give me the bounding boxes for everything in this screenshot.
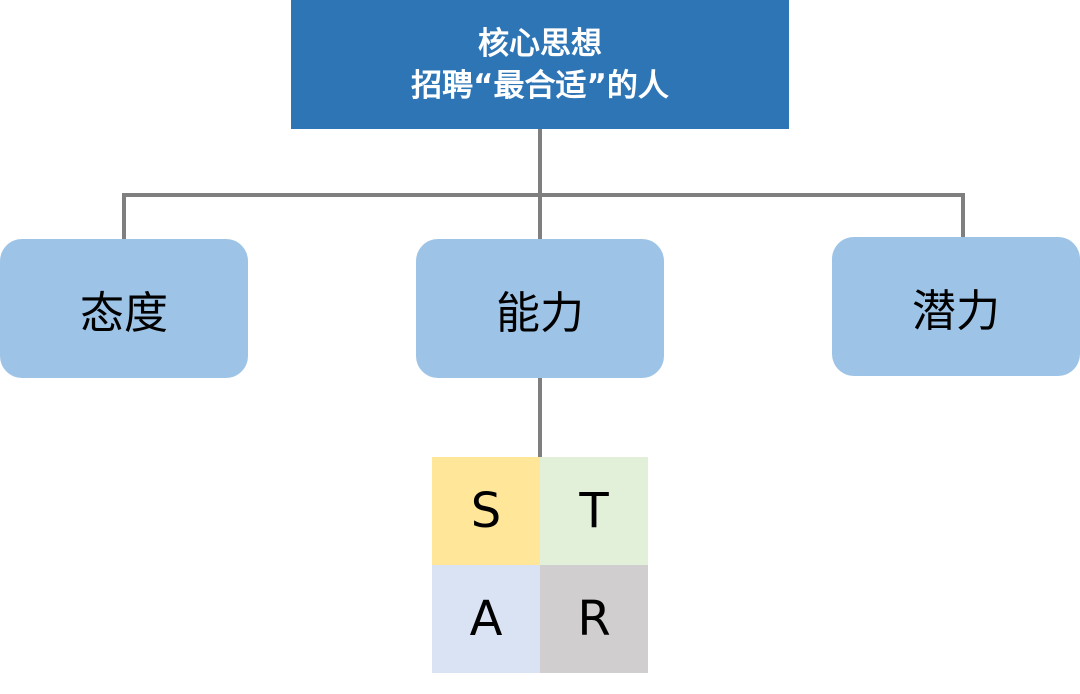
node-attitude: 态度 [0, 239, 248, 378]
star-cell-r-label: R [577, 591, 611, 647]
star-cell-s: S [432, 457, 540, 565]
star-grid: S T A R [432, 457, 648, 673]
node-ability: 能力 [416, 239, 664, 378]
star-cell-a-label: A [469, 591, 503, 647]
star-cell-t-label: T [579, 483, 609, 539]
root-title: 核心思想 [478, 25, 602, 62]
node-potential-label: 潜力 [912, 285, 1000, 337]
root-node-core-idea: 核心思想 招聘“最合适”的人 [291, 0, 789, 129]
root-subtitle: 招聘“最合适”的人 [411, 67, 669, 104]
node-attitude-label: 态度 [80, 287, 168, 339]
star-cell-t: T [540, 457, 648, 565]
star-cell-r: R [540, 565, 648, 673]
star-cell-s-label: S [470, 483, 502, 539]
node-ability-label: 能力 [496, 287, 584, 339]
star-cell-a: A [432, 565, 540, 673]
node-potential: 潜力 [832, 237, 1080, 376]
